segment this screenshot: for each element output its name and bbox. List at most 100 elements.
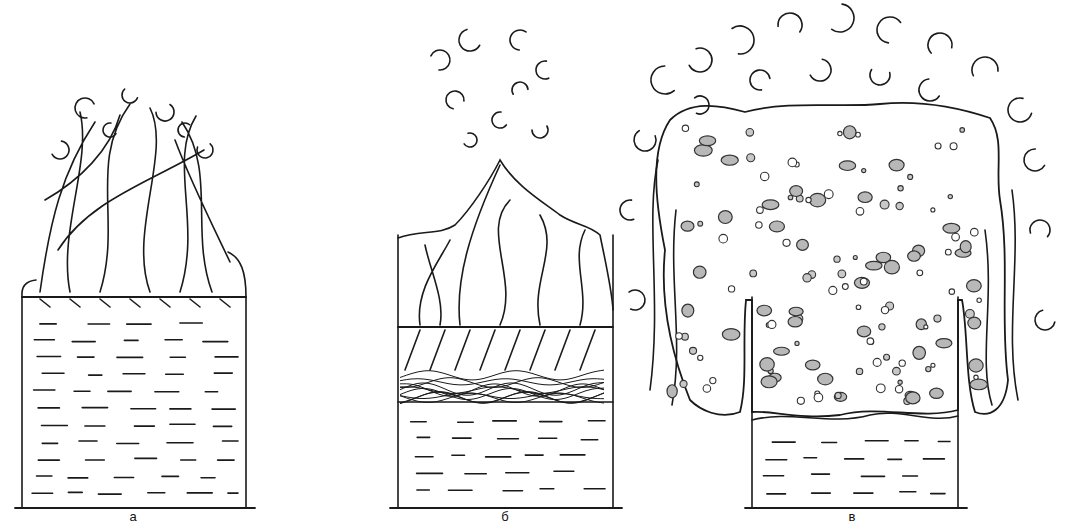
smoke-curl <box>492 112 506 128</box>
flame <box>419 165 585 325</box>
foam-fibre <box>400 370 604 380</box>
smoke-curl <box>532 126 548 138</box>
foam-bubble <box>681 221 694 231</box>
smoke-curl <box>122 89 137 103</box>
foam-bubble <box>899 360 905 366</box>
foam-bubble <box>842 284 848 290</box>
foam-bubble <box>814 393 823 402</box>
foam-bubble <box>788 158 797 167</box>
smoke-curl <box>832 4 854 32</box>
foam-bubble <box>949 289 954 294</box>
smoke-curl <box>870 70 890 85</box>
foam-bubble <box>795 341 799 345</box>
foam-bubble <box>974 375 978 379</box>
foam-bubble <box>805 360 820 370</box>
foam-bubble <box>768 320 776 328</box>
foam-bubble <box>760 358 774 371</box>
foam-bubble <box>682 304 694 317</box>
foam-bubble <box>858 192 872 203</box>
foam-bubble <box>936 339 952 348</box>
foam-bubble <box>873 358 881 366</box>
film-hatch <box>40 299 230 307</box>
foam-bubble <box>950 143 957 150</box>
foam-bubble <box>930 388 944 398</box>
foam-bubble <box>797 239 809 250</box>
foam-bubble <box>809 193 825 206</box>
liquid-dashes <box>411 421 605 491</box>
foam-bubble <box>966 280 981 292</box>
foam-bubble <box>952 233 960 241</box>
foam-bubble <box>913 346 926 359</box>
foam-bubble <box>829 286 837 294</box>
foam-bubble <box>880 200 889 209</box>
foam-bubble <box>856 207 864 215</box>
foam-bubble <box>682 125 688 131</box>
foam-fibre <box>400 387 604 394</box>
foam-bubble <box>970 228 978 236</box>
foam-bubble <box>722 329 740 340</box>
foam-fibre <box>400 384 604 396</box>
foam-bubble <box>948 194 952 198</box>
foam-bubble <box>926 366 931 371</box>
foam-bubble <box>757 207 764 214</box>
foam-bubble <box>769 221 784 232</box>
foam-bubble <box>906 392 920 404</box>
foam-bubble <box>876 384 885 393</box>
smoke-curl <box>651 66 674 94</box>
foam-bubble <box>699 136 715 146</box>
smoke-curl <box>1030 220 1050 237</box>
liquid-dashes <box>32 323 238 494</box>
foam-bubble <box>896 202 903 209</box>
foam-bubble <box>747 154 755 162</box>
foam-bubble <box>757 305 772 316</box>
foam-bubble <box>943 223 960 233</box>
foam-bubble <box>838 131 842 135</box>
figure-label: б <box>499 509 510 524</box>
smoke-curl <box>459 29 480 51</box>
vessel-c <box>650 103 1018 508</box>
vessel-a <box>15 104 255 508</box>
foam-bubble <box>862 168 866 172</box>
foam-bubble <box>760 172 768 180</box>
foam-bubble <box>935 143 941 149</box>
smoke-curl <box>536 61 549 79</box>
smoke-curl <box>156 105 174 121</box>
smoke-curl <box>1008 98 1032 122</box>
foam-bubble <box>789 307 803 315</box>
foam-bubble <box>806 197 811 202</box>
foam-bubble <box>698 221 703 226</box>
foam-bubble <box>721 155 738 165</box>
foam-bubble <box>934 315 941 322</box>
layer-hatch <box>405 330 595 370</box>
smoke-curl <box>1035 310 1055 330</box>
foam-bubble <box>898 380 902 384</box>
foam-bubble <box>908 251 921 261</box>
foam-bubble <box>719 234 728 243</box>
foam-bubble <box>761 376 777 388</box>
liquid-dashes <box>763 441 950 494</box>
foam-bubble <box>856 305 861 310</box>
foam-bubble <box>694 182 699 187</box>
foam-bubble <box>924 325 928 329</box>
foam-bubble <box>834 392 846 401</box>
smoke-curl <box>928 33 952 53</box>
foam-bubble <box>945 249 951 255</box>
foam-bubble <box>884 260 899 274</box>
foam-bubble <box>881 306 888 313</box>
smoke-curl <box>1024 149 1045 171</box>
foam-fibre <box>400 393 604 399</box>
smoke-curl <box>778 13 802 32</box>
foam-bubble <box>931 208 935 212</box>
foam-fibre <box>400 393 604 403</box>
foam-bubble <box>968 317 981 329</box>
foam-bubble <box>756 222 762 228</box>
smoke-curl <box>695 96 709 114</box>
flame-edge <box>22 280 36 297</box>
vessel-b <box>390 160 622 508</box>
figure-label: в <box>847 509 858 524</box>
foam-bubble <box>960 241 971 253</box>
smoke-curl <box>629 290 645 310</box>
foam-fibre <box>400 392 604 404</box>
foam-bubble <box>728 286 734 292</box>
smoke-curl <box>75 98 94 118</box>
